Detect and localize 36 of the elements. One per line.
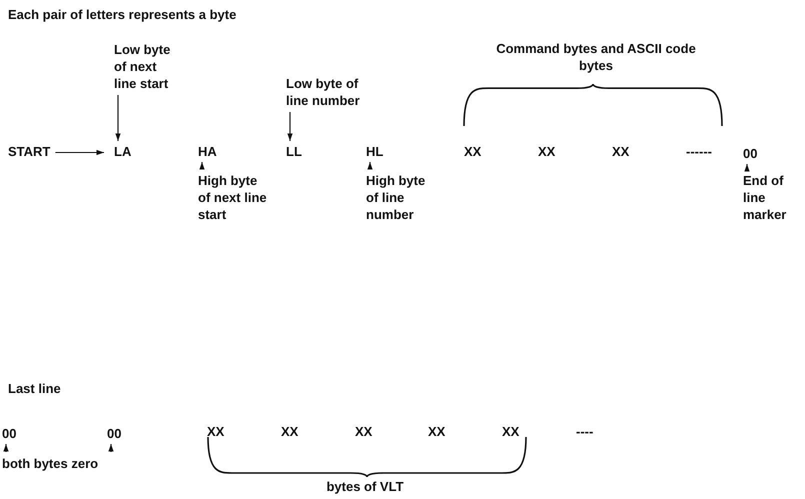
arrow: [367, 162, 373, 170]
byte-code: XX: [355, 423, 372, 440]
ellipsis-text: ----: [576, 423, 594, 440]
byte-code: XX: [502, 423, 520, 440]
section-heading: Last line: [8, 380, 61, 397]
byte-code: HL: [366, 143, 384, 160]
annotation-text: Low byte of next line start: [114, 41, 178, 92]
byte-code: XX: [207, 423, 224, 440]
byte-code: 00: [2, 425, 16, 442]
arrow: [744, 164, 750, 172]
byte-code: 00: [743, 145, 758, 162]
annotation-text: Command bytes and ASCII code bytes: [496, 40, 696, 74]
byte-code: XX: [428, 423, 446, 440]
byte-code: XX: [538, 143, 556, 160]
byte-code: XX: [464, 143, 482, 160]
ellipsis-text: ------: [686, 143, 712, 160]
byte-code: LA: [114, 143, 132, 160]
title: Each pair of letters represents a byte: [8, 6, 236, 23]
arrow: [115, 95, 121, 141]
arrow: [55, 150, 104, 156]
arrow: [199, 162, 205, 170]
arrow: [108, 444, 114, 452]
arrow: [287, 112, 293, 141]
byte-code: XX: [612, 143, 630, 160]
byte-code: HA: [198, 143, 217, 160]
annotation-text: both bytes zero: [2, 455, 98, 472]
byte-code: LL: [286, 143, 302, 160]
byte-code: 00: [107, 425, 122, 442]
annotation-text: End of line marker: [743, 172, 805, 223]
annotation-text: High byte of line number: [366, 172, 438, 223]
byte-code: XX: [281, 423, 298, 440]
arrow: [3, 444, 9, 452]
annotation-text: bytes of VLT: [300, 478, 430, 495]
byte-code: START: [8, 143, 50, 160]
annotation-text: Low byte of line number: [286, 75, 378, 109]
annotation-text: High byte of next line start: [198, 172, 268, 223]
